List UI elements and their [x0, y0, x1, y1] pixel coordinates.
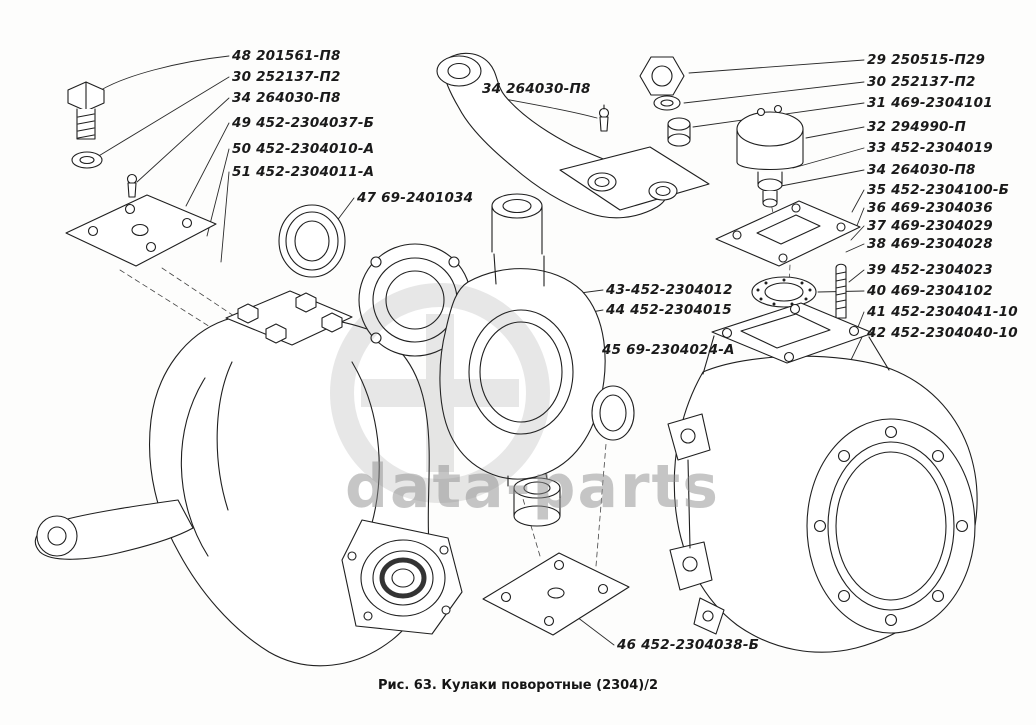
- part-label-49: 49 452-2304037-Б: [232, 115, 375, 131]
- stud-39-drawing: [835, 263, 847, 319]
- part-label-37: 37 469-2304029: [867, 218, 993, 234]
- part-label-44: 44 452-2304015: [606, 302, 732, 318]
- cover-plate-top-left-drawing: [65, 194, 217, 267]
- figure-caption: Рис. 63. Кулаки поворотные (2304)/2: [378, 678, 658, 693]
- part-label-33: 33 452-2304019: [867, 140, 993, 156]
- part-label-40: 40 469-2304102: [867, 283, 993, 299]
- gasket-ring-40-drawing: [751, 276, 817, 308]
- cap-32-drawing: [736, 104, 804, 208]
- part-label-48: 48 201561-П8: [232, 48, 341, 64]
- part-label-43: 43-452-2304012: [606, 282, 733, 298]
- part-label-42: 42 452-2304040-10: [867, 325, 1018, 341]
- right-knuckle-drawing: [667, 302, 978, 653]
- part-label-29: 29 250515-П29: [867, 52, 986, 68]
- part-label-34-right: 34 264030-П8: [867, 162, 976, 178]
- part-label-46: 46 452-2304038-Б: [617, 637, 760, 653]
- part-label-38: 38 469-2304028: [867, 236, 993, 252]
- nut-29-drawing: [639, 56, 685, 96]
- part-label-50: 50 452-2304010-А: [232, 141, 375, 157]
- part-label-51: 51 452-2304011-А: [232, 164, 375, 180]
- gasket-35-drawing: [715, 200, 861, 267]
- part-label-39: 39 452-2304023: [867, 262, 993, 278]
- part-label-47: 47 69-2401034: [357, 190, 474, 206]
- seal-ring-47-drawing: [278, 204, 346, 278]
- lock-washer-30-left-drawing: [71, 151, 103, 169]
- part-label-45: 45 69-2304024-А: [602, 342, 735, 358]
- grease-fitting-34-left-drawing: [126, 173, 138, 198]
- part-label-41: 41 452-2304041-10: [867, 304, 1018, 320]
- left-knuckle-drawing: [34, 290, 463, 667]
- part-label-31: 31 469-2304101: [867, 95, 993, 111]
- part-label-34-left: 34 264030-П8: [232, 90, 341, 106]
- part-label-36: 36 469-2304036: [867, 200, 993, 216]
- upper-lever-arm-drawing: [436, 52, 710, 219]
- washer-30-right-drawing: [653, 95, 681, 111]
- cover-plate-46-drawing: [482, 552, 630, 636]
- part-label-32: 32 294990-П: [867, 119, 966, 135]
- center-knuckle-drawing: [358, 193, 635, 527]
- part-label-34-mid: 34 264030-П8: [482, 81, 591, 97]
- bolt-48-drawing: [67, 81, 105, 140]
- part-label-30-right: 30 252137-П2: [867, 74, 976, 90]
- part-label-35: 35 452-2304100-Б: [867, 182, 1010, 198]
- part-label-30-left: 30 252137-П2: [232, 69, 341, 85]
- bushing-31-drawing: [667, 117, 691, 147]
